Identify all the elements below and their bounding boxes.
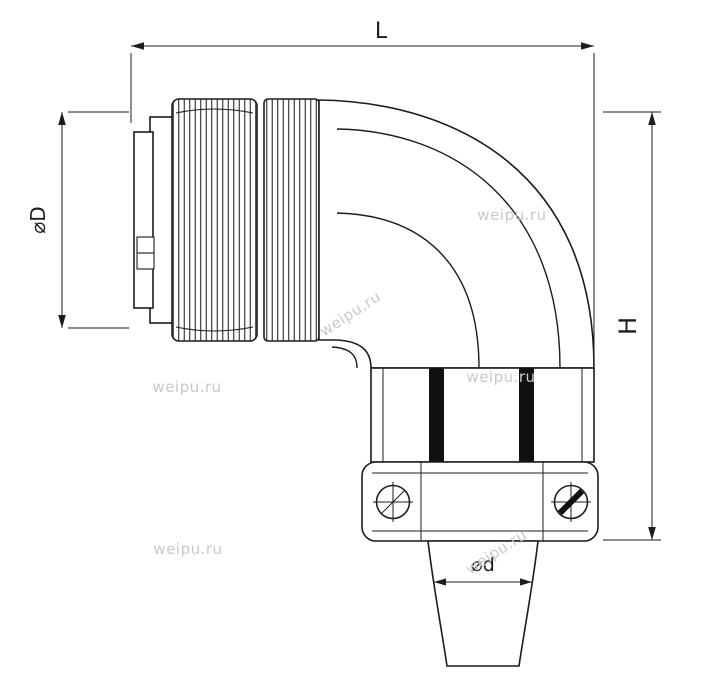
coupling-ring-chamfer-top	[175, 108, 254, 114]
dimension-cable-diameter: ⌀d	[434, 554, 532, 586]
screw-slot-line	[381, 490, 405, 514]
clamp-screw-right	[551, 482, 591, 522]
dimension-label-D: ⌀D	[26, 206, 50, 233]
screw-slot-filled	[557, 488, 585, 516]
coupling-ring-chamfer-bottom	[175, 326, 254, 332]
watermark-text: weipu.ru	[477, 206, 546, 224]
arrowhead-icon	[58, 112, 66, 125]
dimension-length: L	[130, 19, 595, 357]
elbow-flow-line-outer	[336, 128, 561, 369]
arrowhead-icon	[58, 315, 66, 328]
locknut-dark-band-left	[429, 368, 444, 462]
dimension-label-L: L	[375, 19, 388, 44]
arrowhead-icon	[648, 527, 656, 540]
dimension-height: H	[603, 111, 661, 541]
dimension-label-H: H	[614, 317, 642, 335]
backshell-step-upper	[136, 236, 155, 254]
locknut-body	[370, 367, 595, 463]
cable-gland-tail	[427, 540, 539, 667]
connector-part	[133, 98, 599, 667]
arrowhead-icon	[520, 578, 532, 586]
dimension-annotations: L ⌀D H ⌀d	[26, 19, 661, 586]
clamp-screw-left	[373, 482, 413, 522]
elbow-flow-line-middle	[336, 212, 480, 369]
elbow-flow-line-inner	[331, 346, 358, 369]
watermark-text: weipu.ru	[466, 368, 535, 386]
arrowhead-icon	[131, 42, 144, 50]
coupling-ring-knurled	[171, 98, 258, 342]
arrowhead-icon	[434, 578, 446, 586]
arrowhead-icon	[648, 112, 656, 125]
backshell-body	[133, 131, 154, 309]
elbow-housing	[318, 99, 595, 369]
backshell-step-lower	[136, 252, 155, 270]
watermark-text: weipu.ru	[152, 378, 221, 396]
ribbed-section	[263, 98, 320, 342]
locknut-dark-band-right	[519, 368, 534, 462]
watermark-text: weipu.ru	[153, 540, 222, 558]
dimension-label-d: ⌀d	[471, 554, 495, 576]
dimension-flange-diameter: ⌀D	[26, 111, 129, 329]
arrowhead-icon	[581, 42, 594, 50]
